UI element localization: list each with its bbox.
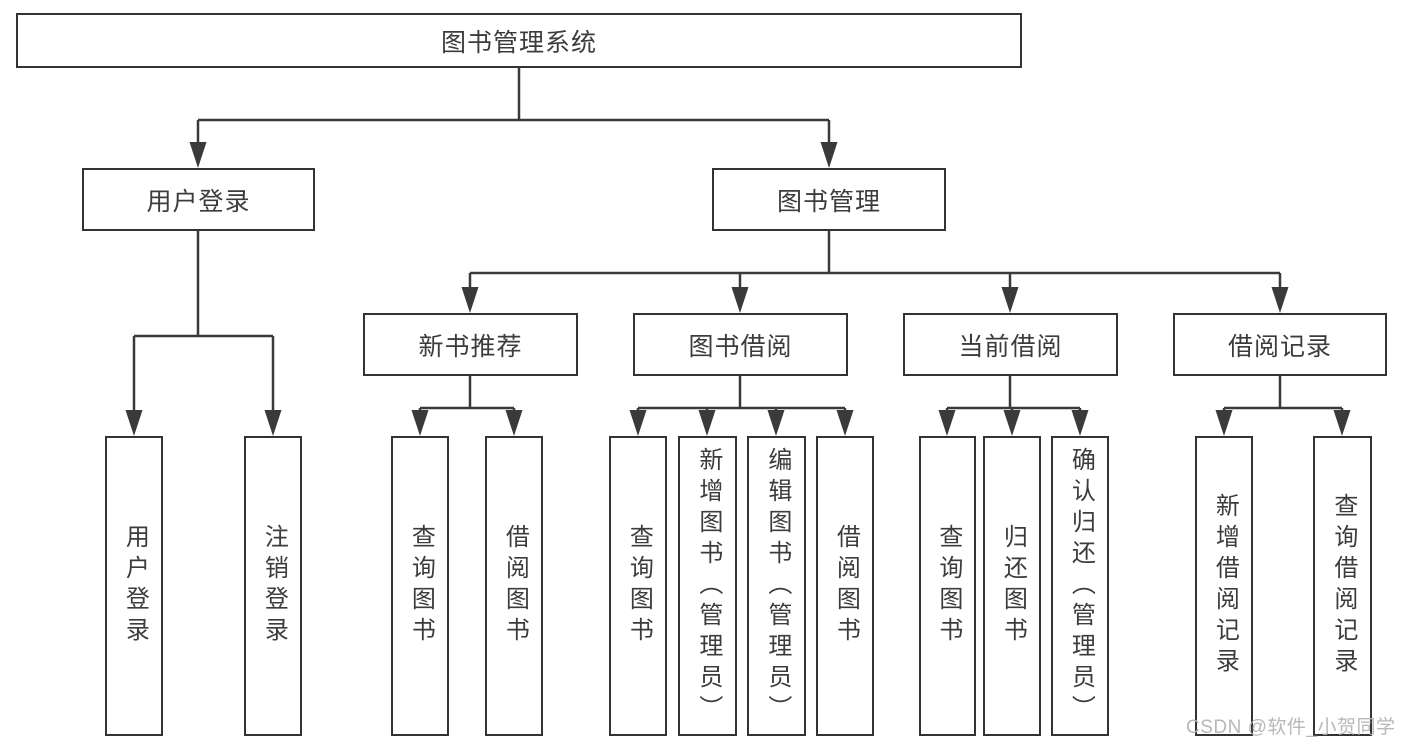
edge-root-to-level2 (198, 68, 829, 122)
node-add-book-admin: 新增图书（管理员） (678, 436, 737, 736)
node-edit-book-admin: 编辑图书（管理员） (747, 436, 806, 736)
node-borrowing-records: 借阅记录 (1173, 313, 1387, 376)
node-borrow-books-recommend: 借阅图书 (485, 436, 543, 736)
node-user-login: 用户登录 (105, 436, 163, 736)
node-current-borrowing: 当前借阅 (903, 313, 1118, 376)
node-borrow-books-borrowing: 借阅图书 (816, 436, 874, 736)
edge-current-borrowing-to-leaves (947, 376, 1080, 410)
node-return-book: 归还图书 (983, 436, 1041, 736)
edge-user-login-to-leaves (134, 231, 273, 338)
edge-new-book-recommendation-to-leaves (420, 376, 514, 410)
node-logout: 注销登录 (244, 436, 302, 736)
node-book-management-system: 图书管理系统 (16, 13, 1022, 68)
node-query-books-recommend: 查询图书 (391, 436, 449, 736)
node-confirm-return-admin: 确认归还（管理员） (1051, 436, 1109, 736)
node-add-borrow-record: 新增借阅记录 (1195, 436, 1253, 736)
edge-book-borrowing-to-leaves (638, 376, 845, 410)
node-new-book-recommendation: 新书推荐 (363, 313, 578, 376)
node-book-borrowing: 图书借阅 (633, 313, 848, 376)
node-query-books-borrowing: 查询图书 (609, 436, 667, 736)
node-user-login-group: 用户登录 (82, 168, 315, 231)
edge-book-management-to-level3 (470, 231, 1280, 275)
arrowheads (125, 120, 1351, 436)
edge-borrowing-records-to-leaves (1224, 376, 1342, 410)
node-query-books-current: 查询图书 (919, 436, 976, 736)
node-query-borrow-record: 查询借阅记录 (1313, 436, 1372, 736)
node-book-management: 图书管理 (712, 168, 946, 231)
